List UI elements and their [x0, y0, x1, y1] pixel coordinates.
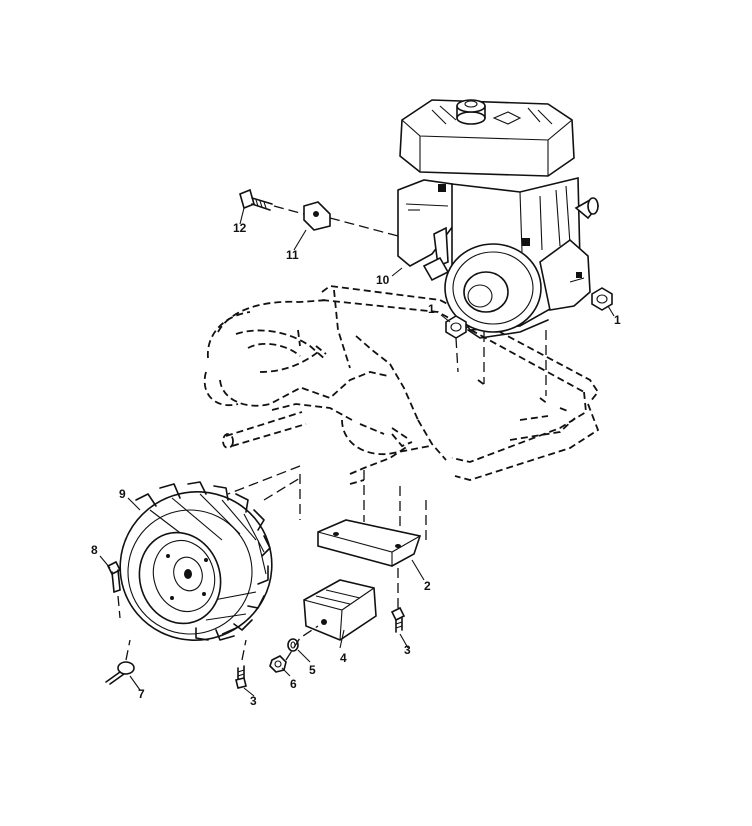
leader-axle-wheel-b — [263, 477, 301, 501]
leader-7 — [125, 639, 131, 661]
clip-11 — [303, 201, 331, 231]
callout-1-right: 1 — [614, 313, 621, 327]
leader-5-6 — [285, 625, 319, 661]
leader-1a — [455, 337, 459, 373]
callout-12: 12 — [233, 221, 247, 235]
leader-8 — [117, 595, 121, 619]
bolt-3-left — [235, 665, 247, 689]
engine — [397, 99, 600, 339]
callout-1-left: 1 — [428, 302, 435, 316]
callout-6: 6 — [290, 677, 297, 691]
washer-5 — [287, 638, 299, 652]
leader-12-11 — [273, 205, 305, 215]
leader-3-left — [241, 639, 247, 661]
callout-3-left: 3 — [250, 694, 257, 708]
callout-2: 2 — [424, 579, 431, 593]
callout-10: 10 — [376, 273, 390, 287]
frame-and-housing-dashed — [203, 285, 600, 485]
callout-4: 4 — [340, 651, 347, 665]
callout-3-right: 3 — [404, 643, 411, 657]
leader-11-10 — [329, 217, 399, 237]
mounting-bracket-2 — [317, 519, 422, 567]
hairpin-clip-7 — [105, 661, 135, 685]
callout-5: 5 — [309, 663, 316, 677]
callout-11: 11 — [286, 248, 299, 262]
bolt-3-right — [390, 606, 406, 633]
leader-axle-wheel — [227, 465, 301, 495]
callout-leaders — [99, 207, 615, 697]
engine-mount-nut-right — [591, 287, 613, 311]
wheel-tire-9 — [119, 481, 273, 641]
callout-9: 9 — [119, 487, 126, 501]
engine-mount-nut-left — [445, 315, 467, 339]
callout-7: 7 — [138, 687, 145, 701]
clevis-pin-8 — [106, 560, 122, 593]
callout-8: 8 — [91, 543, 98, 557]
bolt-12 — [239, 188, 273, 211]
shield-4 — [303, 579, 377, 641]
